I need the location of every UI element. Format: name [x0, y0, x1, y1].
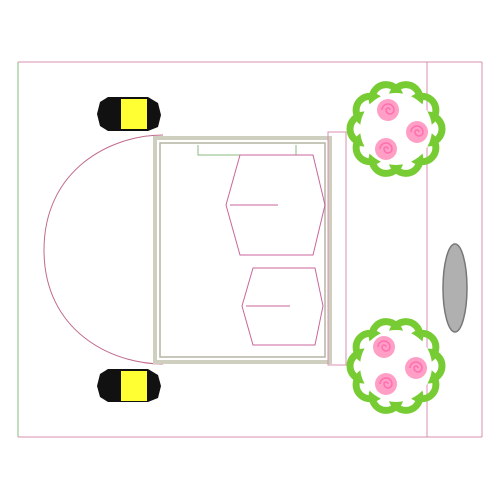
flower-bush-top: [346, 81, 446, 177]
booth-top-bracket: [197, 145, 297, 156]
lantern-top: [97, 97, 161, 131]
rose-icon: [406, 121, 428, 143]
lantern-glass: [121, 371, 147, 401]
rose-icon: [373, 336, 395, 358]
arch-outline: [43, 134, 164, 365]
rose-icon: [405, 357, 427, 379]
hexagon-panel-lower: [241, 267, 324, 346]
rose-icon: [375, 373, 397, 395]
rose-icon: [377, 99, 399, 121]
oval-mirror-face: [446, 248, 464, 328]
booth-outer-frame: [153, 136, 332, 364]
rose-icon: [375, 138, 397, 160]
booth-inner-frame: [159, 142, 326, 358]
panel-upper: [225, 154, 326, 256]
hexagon-panel-upper: [225, 154, 326, 256]
booth-side-post: [327, 131, 347, 366]
booth: [153, 131, 347, 366]
flower-bush-bottom: [346, 318, 446, 414]
panel-lower: [241, 267, 324, 346]
oval-mirror: [442, 243, 468, 333]
lantern-glass: [121, 99, 147, 129]
lantern-bottom: [97, 369, 161, 402]
